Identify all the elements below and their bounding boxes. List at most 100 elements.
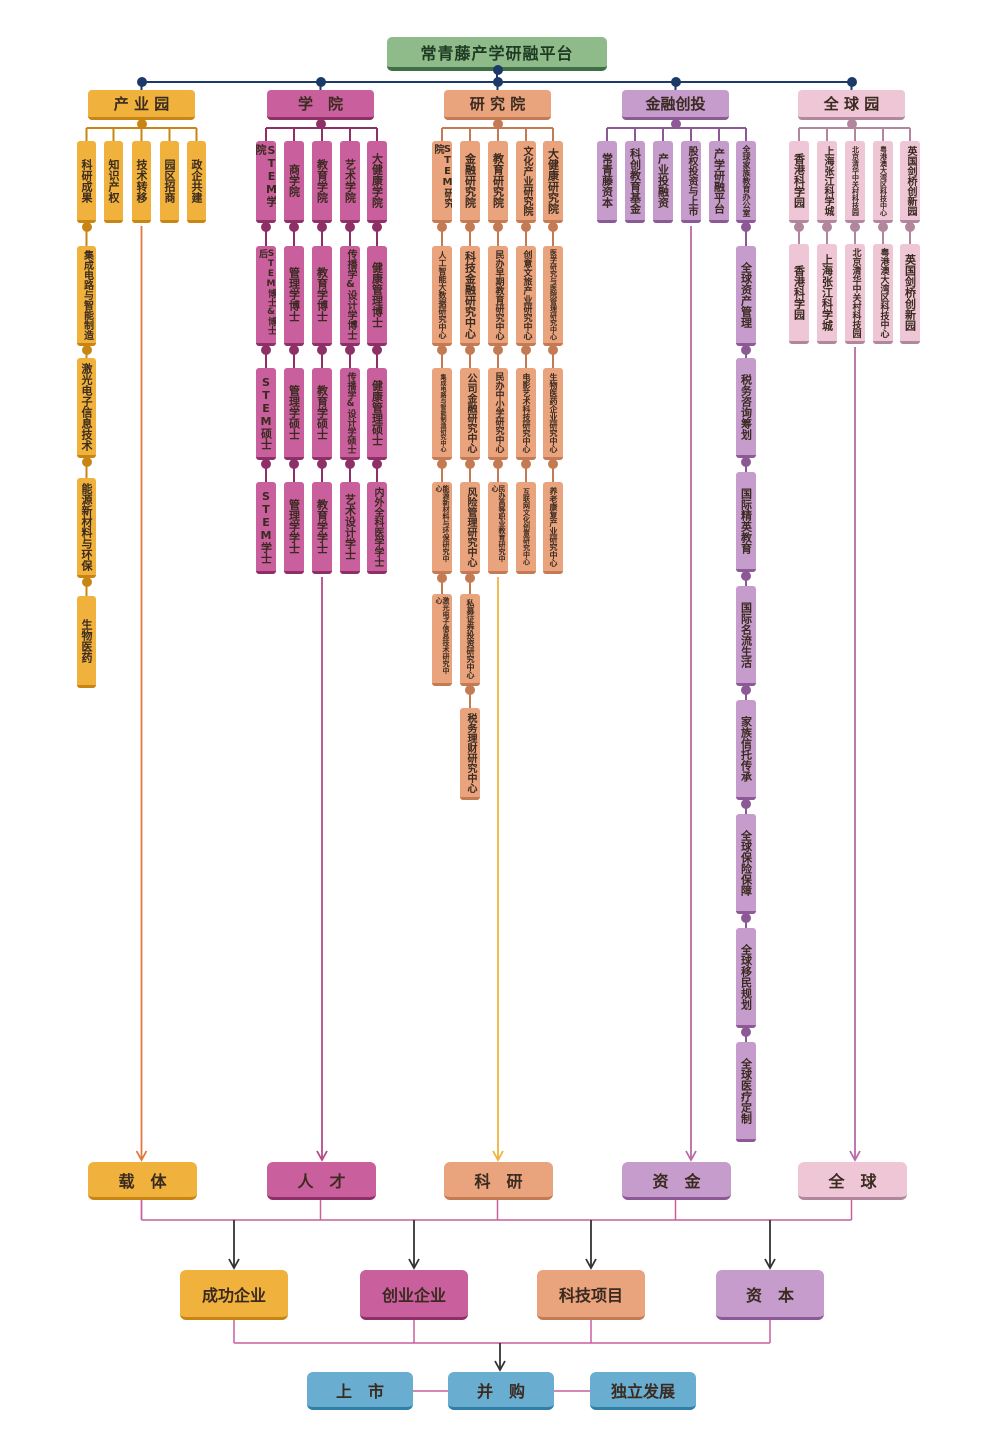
item-college-1-2: 管理学硕士 (284, 368, 304, 460)
item-finance-5-1: 全球资产管理 (736, 246, 756, 346)
item-college-4-0: 大健康学院 (367, 141, 387, 223)
item-joint-dot (548, 345, 558, 355)
item-college-4-3: 内外全科医学学士 (367, 482, 387, 574)
item-finance-4-0: 产学研融平台 (709, 141, 729, 223)
item-finance-5-5: 家族信托传承 (736, 700, 756, 800)
item-joint-dot (465, 459, 475, 469)
item-global-0-1: 香港科学园 (789, 244, 809, 344)
item-joint-dot (741, 1027, 751, 1037)
outcome-1: 创业企业 (360, 1270, 468, 1320)
item-joint-dot (465, 222, 475, 232)
item-joint-dot (81, 457, 92, 467)
item-institute-1-4: 私募证券投资研究中心 (460, 594, 480, 686)
item-college-2-2: 教育学硕士 (312, 368, 332, 460)
header-global: 全 球 园 (798, 90, 905, 120)
item-park-2-0: 技术转移 (132, 141, 151, 223)
item-joint-dot (465, 345, 475, 355)
item-college-1-3: 管理学学士 (284, 482, 304, 574)
header-joint-dot (492, 77, 503, 87)
item-institute-3-1: 创意文旅产业研究中心 (516, 246, 536, 346)
arrow-head (135, 1150, 148, 1162)
item-joint-dot (741, 345, 751, 355)
item-joint-dot (437, 222, 447, 232)
arrow-head (849, 1150, 861, 1162)
item-global-2-0: 北京清华中关村科技园 (845, 141, 865, 223)
item-institute-0-4: 激光电子信息技术研究中心 (432, 594, 452, 686)
item-joint-dot (437, 459, 447, 469)
item-joint-dot (521, 459, 531, 469)
item-joint-dot (521, 345, 531, 355)
item-joint-dot (289, 222, 299, 232)
item-joint-dot (905, 222, 915, 232)
item-institute-2-2: 民办中小学研究中心 (488, 368, 508, 460)
item-finance-5-0: 全球家族教育办公室 (736, 141, 756, 223)
arrow-head (408, 1258, 420, 1270)
item-joint-dot (261, 345, 271, 355)
result-college: 人 才 (267, 1162, 376, 1200)
item-finance-5-8: 全球医疗定制 (736, 1042, 756, 1142)
item-college-0-1: STEM博士&博士后 (256, 246, 276, 346)
item-global-3-1: 粤港澳大湾区科技中心 (873, 244, 893, 344)
item-joint-dot (465, 573, 475, 583)
item-institute-0-1: 人工智能大数据研究中心 (432, 246, 452, 346)
item-institute-4-1: 医学研究与医院管理研究中心 (543, 246, 563, 346)
item-joint-dot (372, 222, 382, 232)
item-joint-dot (741, 685, 751, 695)
item-park-4-0: 政企共建 (187, 141, 206, 223)
item-joint-dot (345, 345, 355, 355)
header-bottom-dot (315, 119, 326, 129)
item-park-0-1: 集成电路与智能制造 (77, 246, 96, 346)
item-joint-dot (289, 345, 299, 355)
item-college-3-0: 艺术学院 (340, 141, 360, 223)
item-institute-4-3: 养老康复产业研究中心 (543, 482, 563, 574)
item-joint-dot (741, 913, 751, 923)
item-park-0-0: 科研成果 (77, 141, 96, 223)
header-college: 学 院 (267, 90, 374, 120)
item-college-3-1: 传播学&设计学博士 (340, 246, 360, 346)
item-global-3-0: 粤港澳大湾区科技中心 (873, 141, 893, 223)
item-joint-dot (81, 345, 92, 355)
item-finance-5-6: 全球保险保障 (736, 814, 756, 914)
header-bottom-dot (492, 119, 503, 129)
item-joint-dot (372, 345, 382, 355)
item-joint-dot (345, 222, 355, 232)
item-institute-0-0: STEM研究院 (432, 141, 452, 223)
item-institute-3-2: 电影艺术科技研究中心 (516, 368, 536, 460)
item-college-0-0: STEM学院 (256, 141, 276, 223)
outcome-0: 成功企业 (180, 1270, 288, 1320)
item-finance-5-3: 国际精英教育 (736, 472, 756, 572)
header-bottom-dot (670, 119, 681, 129)
item-joint-dot (437, 573, 447, 583)
final-1: 并 购 (448, 1372, 554, 1410)
arrow-head (685, 1150, 697, 1162)
arrow-head (494, 1360, 506, 1372)
item-college-3-2: 传播学&设计学硕士 (340, 368, 360, 460)
item-institute-3-3: 互联网文化创意研究中心 (516, 482, 536, 574)
item-finance-5-2: 税务咨询筹划 (736, 358, 756, 458)
item-joint-dot (437, 345, 447, 355)
header-institute: 研 究 院 (444, 90, 551, 120)
item-joint-dot (317, 459, 327, 469)
item-joint-dot (878, 222, 888, 232)
item-institute-1-1: 科技金融研究中心 (460, 246, 480, 346)
item-institute-4-0: 大健康研究院 (543, 141, 563, 223)
result-global: 全 球 (798, 1162, 907, 1200)
item-joint-dot (317, 345, 327, 355)
item-joint-dot (850, 222, 860, 232)
item-park-0-4: 生物医药 (77, 596, 96, 688)
item-joint-dot (345, 459, 355, 469)
item-joint-dot (741, 799, 751, 809)
item-global-2-1: 北京清华中关村科技园 (845, 244, 865, 344)
item-park-1-0: 知识产权 (104, 141, 123, 223)
item-joint-dot (261, 222, 271, 232)
item-park-0-3: 能源新材料与环保 (77, 478, 96, 578)
item-college-1-1: 管理学博士 (284, 246, 304, 346)
arrow-head (228, 1258, 240, 1270)
arrow-head (492, 1150, 504, 1162)
item-institute-1-5: 税务理财研究中心 (460, 708, 480, 800)
item-institute-1-3: 风险管理研究中心 (460, 482, 480, 574)
root-joint-dot (493, 65, 503, 75)
item-joint-dot (548, 222, 558, 232)
item-joint-dot (822, 222, 832, 232)
item-global-4-0: 英国剑桥创新园 (900, 141, 920, 223)
